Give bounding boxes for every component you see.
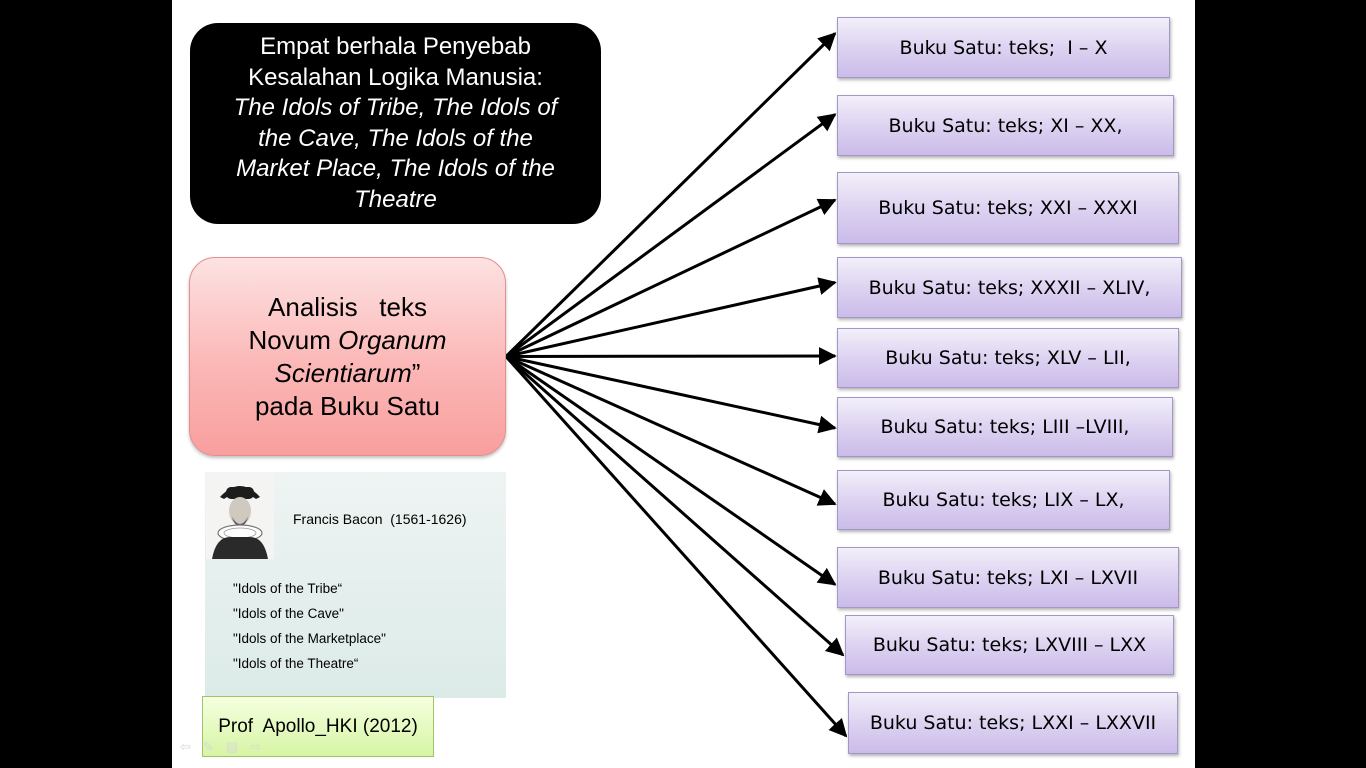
center-line-2-italic: Organum bbox=[338, 324, 447, 355]
connector-arrow-7 bbox=[505, 355, 837, 506]
credit-label: Prof Apollo_HKI (2012) bbox=[202, 696, 434, 757]
connector-arrow-5 bbox=[505, 347, 837, 366]
slide: Empat berhala Penyebab Kesalahan Logika … bbox=[172, 0, 1195, 768]
target-box-4: Buku Satu: teks; XXXII – XLIV, bbox=[837, 257, 1182, 318]
target-box-6: Buku Satu: teks; LIII –LVIII, bbox=[837, 397, 1173, 457]
idols-title-box: Empat berhala Penyebab Kesalahan Logika … bbox=[190, 23, 601, 224]
connector-arrow-3 bbox=[505, 198, 837, 358]
bacon-name-label: Francis Bacon (1561-1626) bbox=[293, 511, 467, 527]
title-italic-line-2: the Cave, The Idols of the bbox=[258, 124, 533, 152]
center-line-4: pada Buku Satu bbox=[254, 390, 441, 421]
center-line-1: Analisis teks bbox=[268, 291, 427, 322]
idol-item: "Idols of the Tribe“ bbox=[233, 581, 343, 596]
title-italic-line-3: Market Place, The Idols of the bbox=[236, 155, 555, 182]
connector-arrow-6 bbox=[505, 355, 837, 434]
idol-item: "Idols of the Cave" bbox=[233, 606, 344, 621]
title-italic-line-4: Theatre bbox=[354, 185, 437, 213]
title-line-1: Empat berhala Penyebab bbox=[260, 33, 531, 60]
connector-arrow-8 bbox=[505, 355, 837, 586]
target-box-8: Buku Satu: teks; LXI – LXVII bbox=[837, 547, 1179, 608]
francis-bacon-panel: Francis Bacon (1561-1626) "Idols of the … bbox=[205, 472, 506, 698]
slide-nav-controls[interactable]: ⇦✎▤⇨ bbox=[180, 739, 273, 754]
connector-arrow-1 bbox=[504, 32, 837, 358]
connector-arrow-10 bbox=[504, 355, 848, 738]
target-box-2: Buku Satu: teks; XI – XX, bbox=[837, 95, 1174, 156]
connector-arrow-9 bbox=[505, 355, 845, 657]
title-line-2: Kesalahan Logika Manusia: bbox=[248, 63, 543, 91]
idol-item: "Idols of the Theatre“ bbox=[233, 656, 359, 671]
target-box-10: Buku Satu: teks; LXXI – LXXVII bbox=[848, 692, 1178, 754]
center-line-2-plain: Novum bbox=[248, 324, 339, 355]
center-line-3: Scientiarum” bbox=[275, 357, 421, 390]
target-box-5: Buku Satu: teks; XLV – LII, bbox=[837, 328, 1179, 388]
target-box-7: Buku Satu: teks; LIX – LX, bbox=[837, 470, 1170, 530]
target-box-9: Buku Satu: teks; LXVIII – LXX bbox=[845, 615, 1174, 675]
target-box-1: Buku Satu: teks; I – X bbox=[837, 17, 1170, 78]
center-line-3-plain: ” bbox=[411, 357, 421, 388]
idol-item: "Idols of the Marketplace" bbox=[233, 631, 386, 646]
francis-bacon-portrait bbox=[206, 473, 274, 559]
idols-list: "Idols of the Tribe“ "Idols of the Cave"… bbox=[233, 576, 386, 676]
connector-arrow-2 bbox=[505, 113, 837, 358]
arrow-layer bbox=[504, 32, 848, 738]
center-line-3-italic: Scientiarum bbox=[274, 357, 412, 388]
analysis-center-box: Analisis teks Novum Organum Scientiarum”… bbox=[189, 257, 506, 456]
target-box-3: Buku Satu: teks; XXI – XXXI bbox=[837, 172, 1179, 244]
connector-arrow-4 bbox=[505, 277, 837, 358]
center-line-2: Novum Organum bbox=[249, 324, 447, 357]
title-italic-line-1: The Idols of Tribe, The Idols of bbox=[233, 94, 558, 121]
